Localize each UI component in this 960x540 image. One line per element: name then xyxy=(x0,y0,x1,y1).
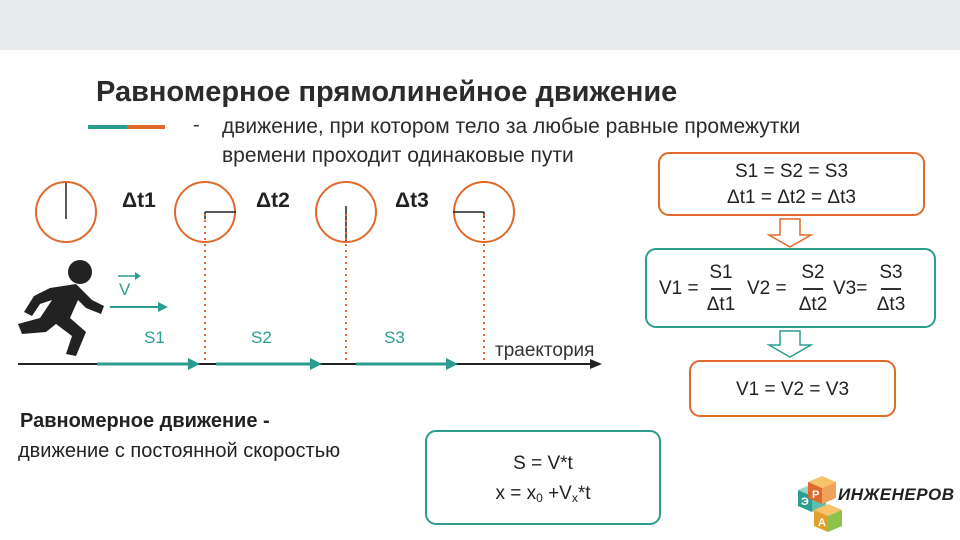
formula-part: *t xyxy=(577,483,591,504)
v3-denominator: Δt3 xyxy=(876,293,906,315)
v1-numerator: S1 xyxy=(709,262,733,283)
clock-icon xyxy=(453,181,515,243)
definition-dash: - xyxy=(193,114,200,136)
clock-icon xyxy=(35,181,97,243)
v1-fraction: S1 Δt1 xyxy=(701,262,741,316)
segment-label: S3 xyxy=(384,328,405,347)
velocity-label: V xyxy=(119,280,131,299)
interval-label: Δt3 xyxy=(395,189,429,212)
segment-arrow xyxy=(97,358,200,370)
v2-denominator: Δt2 xyxy=(798,293,828,315)
running-person-icon xyxy=(18,260,104,356)
velocity-arrow xyxy=(110,272,168,312)
velocity-formulas-box: V1 = S1 Δt1 V2 = S2 Δt2 V3= S3 Δt3 xyxy=(645,248,936,328)
displacement-formula: S = V*t xyxy=(513,453,573,474)
motion-formula-box: S = V*t x = x0 +Vx*t xyxy=(425,430,661,525)
formula-subscript: 0 xyxy=(536,491,543,505)
uniform-motion-text: движение с постоянной скоростью xyxy=(18,440,341,462)
interval-label: Δt1 xyxy=(122,189,156,212)
v1-prefix: V1 = xyxy=(659,278,699,299)
segment-arrow xyxy=(216,358,322,370)
logo-letter: Р xyxy=(812,489,819,501)
formula-part: x = x xyxy=(495,483,537,504)
logo-letter: Э xyxy=(801,496,809,508)
equal-time-text: Δt1 = Δt2 = Δt3 xyxy=(727,187,856,208)
logo-text: ИНЖЕНЕРОВ xyxy=(838,485,955,504)
down-arrow-icon xyxy=(766,218,814,248)
v2-fraction: S2 Δt2 xyxy=(793,262,833,316)
equal-velocity-text: V1 = V2 = V3 xyxy=(735,379,850,400)
formula-subscript: x xyxy=(571,491,578,505)
v3-prefix: V3= xyxy=(833,278,868,299)
segment-arrow xyxy=(356,358,458,370)
definition-line-2: времени проходит одинаковые пути xyxy=(222,144,574,167)
header-band xyxy=(0,0,960,50)
fraction-bar xyxy=(803,288,823,290)
trajectory-label: траектория xyxy=(495,340,595,361)
page-title: Равномерное прямолинейное движение xyxy=(96,76,678,108)
fraction-bar xyxy=(711,288,731,290)
interval-label: Δt2 xyxy=(256,189,290,212)
segment-label: S2 xyxy=(251,328,272,347)
v3-numerator: S3 xyxy=(879,262,903,283)
formula-part: +V xyxy=(542,483,572,504)
segment-label: S1 xyxy=(144,328,165,347)
equal-distance-text: S1 = S2 = S3 xyxy=(734,161,849,182)
v2-prefix: V2 = xyxy=(747,278,787,299)
fraction-bar xyxy=(881,288,901,290)
equal-distance-time-box: S1 = S2 = S3 Δt1 = Δt2 = Δt3 xyxy=(658,152,925,216)
coordinate-formula: x = x0 +Vx*t xyxy=(427,483,659,505)
logo-letter: А xyxy=(818,517,826,529)
down-arrow-icon xyxy=(766,330,814,358)
v2-numerator: S2 xyxy=(801,262,825,283)
equal-velocity-box: V1 = V2 = V3 xyxy=(689,360,896,417)
definition-line-1: движение, при котором тело за любые равн… xyxy=(222,115,801,138)
v1-denominator: Δt1 xyxy=(706,293,736,315)
logo-cubes-icon: Э Р А xyxy=(798,476,842,532)
uniform-motion-heading: Равномерное движение - xyxy=(20,410,270,432)
v3-fraction: S3 Δt3 xyxy=(871,262,911,316)
